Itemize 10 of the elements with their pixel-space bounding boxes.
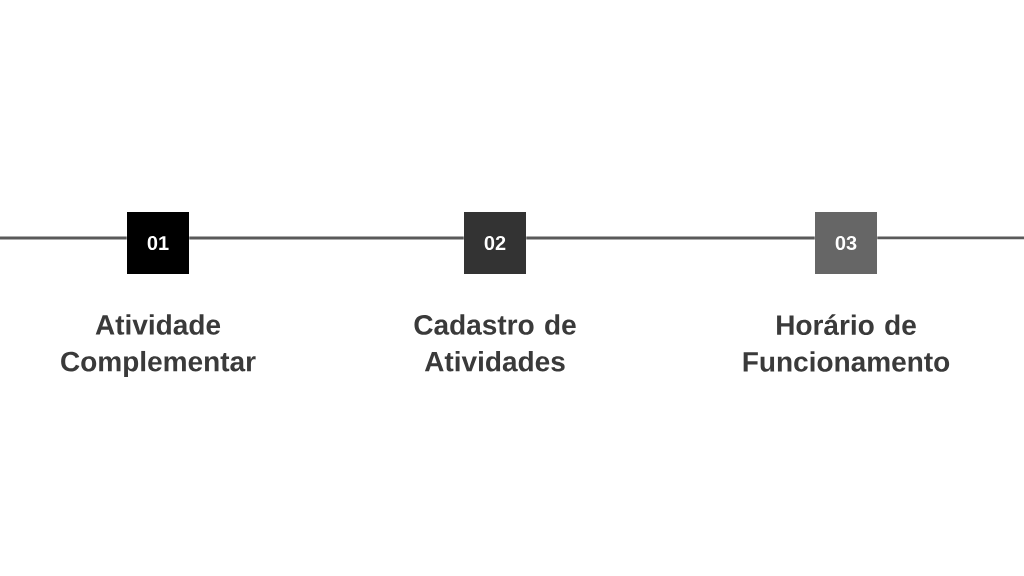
step-label: Atividade Complementar [61, 314, 256, 378]
timeline-line [526, 236, 815, 240]
step-box: 01 [127, 212, 189, 274]
step-box: 03 [815, 212, 877, 274]
step-label: Horário de Funcionamento [743, 314, 950, 372]
timeline-line [877, 236, 1024, 240]
step-box: 02 [464, 212, 526, 274]
step-label: Cadastro de Atividades [414, 314, 576, 372]
timeline-line [0, 236, 127, 240]
timeline-line [189, 236, 464, 240]
